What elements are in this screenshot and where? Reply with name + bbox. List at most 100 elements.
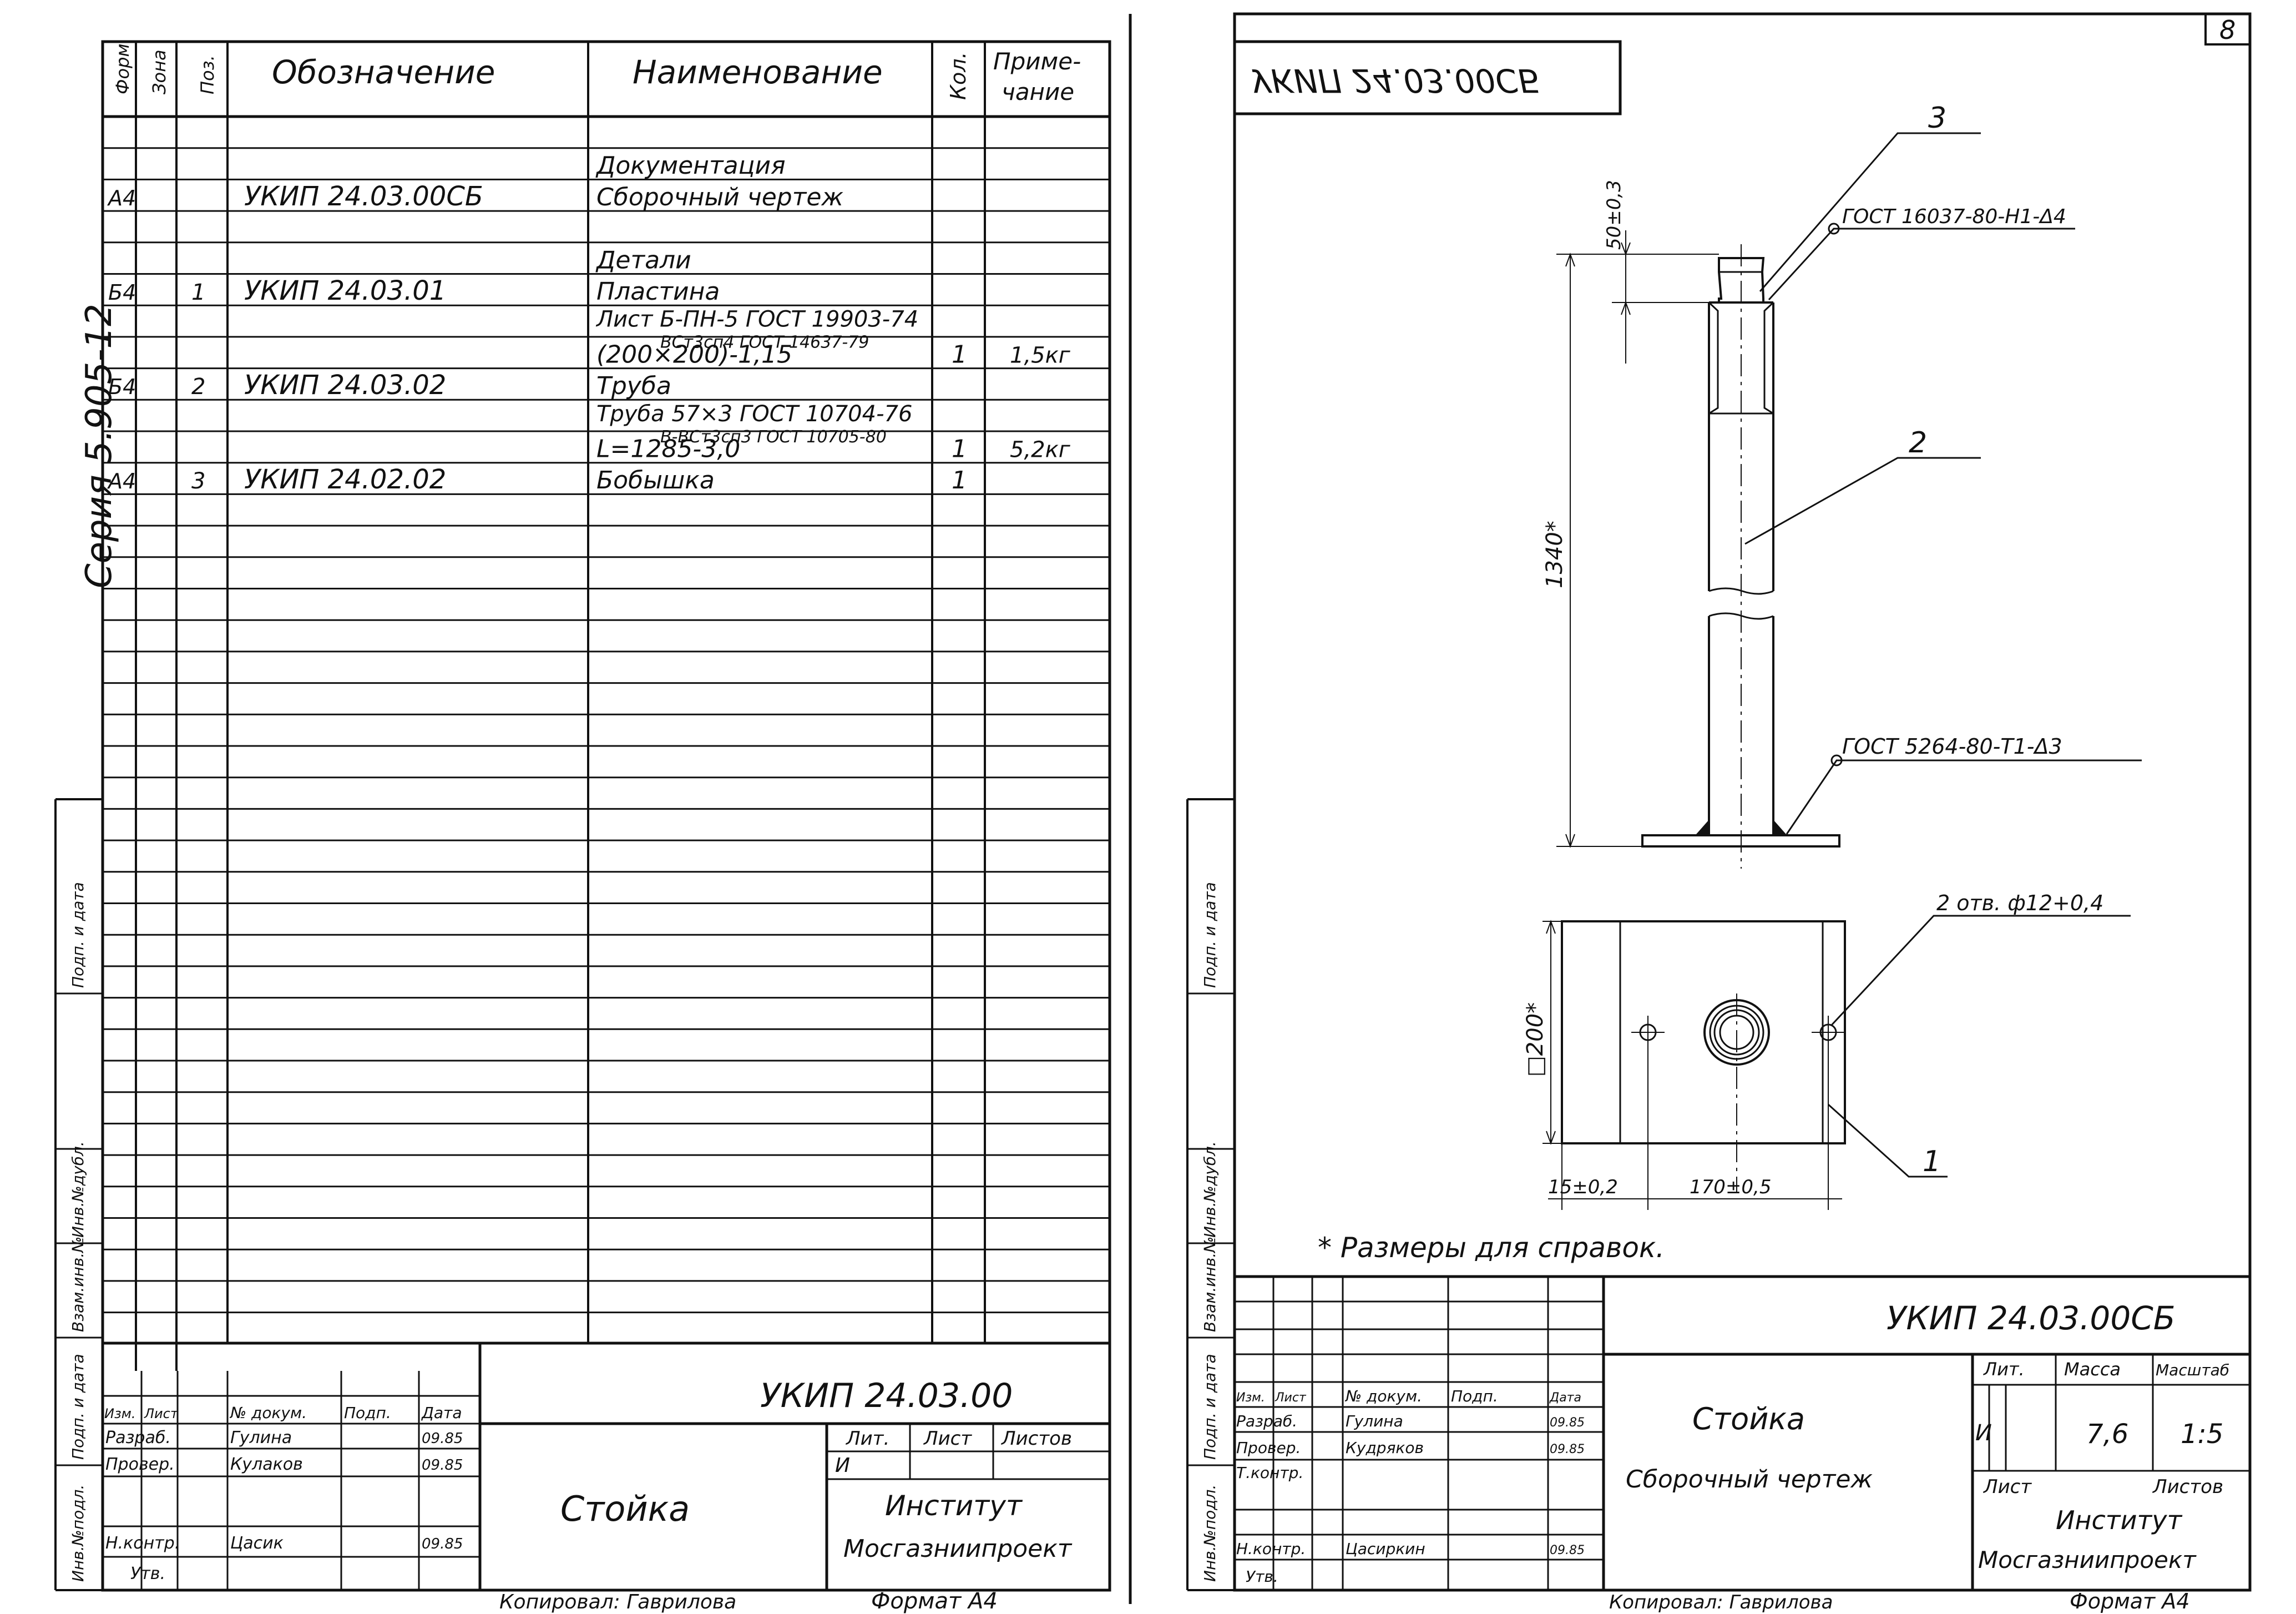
left-lists: Листов bbox=[1000, 1428, 1072, 1450]
mirrored-code: УКИП 24.03.00СБ bbox=[1251, 62, 1540, 99]
holes-note: 2 отв. ф12+0,4 bbox=[1936, 891, 2103, 915]
dim-15: 15±0,2 bbox=[1548, 1176, 1618, 1198]
left-col-docnum: № докум. bbox=[229, 1404, 307, 1422]
row-name: Сборочный чертеж bbox=[596, 183, 843, 211]
row-pos: 2 bbox=[191, 374, 205, 400]
right-title-2: Сборочный чертеж bbox=[1626, 1465, 1873, 1494]
left-name-nctrl: Цасик bbox=[230, 1534, 284, 1553]
right-org-2: Мосгазниипроект bbox=[1978, 1546, 2197, 1573]
row-format: А4 bbox=[107, 469, 136, 493]
left-doc-number: УКИП 24.03.00 bbox=[760, 1376, 1013, 1415]
right-scale-value: 1:5 bbox=[2181, 1419, 2223, 1450]
right-col-sign: Подп. bbox=[1451, 1387, 1498, 1405]
left-role-check: Провер. bbox=[105, 1455, 175, 1474]
right-lists: Листов bbox=[2152, 1476, 2223, 1498]
dim-200: □200* bbox=[1523, 1002, 1548, 1077]
r-stamp-sign-date-1: Подп. и дата bbox=[1201, 1354, 1219, 1460]
r-stamp-sign-date-2: Подп. и дата bbox=[1201, 882, 1219, 988]
row-name: L=1285-3,0 bbox=[596, 435, 740, 463]
row-format: Б4 bbox=[108, 375, 136, 399]
header-pos: Поз. bbox=[197, 55, 218, 94]
dim-50: 50±0,3 bbox=[1603, 180, 1625, 250]
right-mass-value: 7,6 bbox=[2086, 1419, 2128, 1450]
right-footer-format: Формат А4 bbox=[2070, 1589, 2189, 1613]
right-role-approve: Утв. bbox=[1246, 1567, 1278, 1586]
header-name: Наименование bbox=[633, 53, 883, 91]
row-qty: 1 bbox=[952, 466, 967, 495]
weld-note-1: ГОСТ 16037-80-Н1-Δ4 bbox=[1842, 205, 2066, 228]
right-col-izm: Изм. bbox=[1236, 1391, 1265, 1405]
left-org-2: Мосгазниипроект bbox=[843, 1535, 1073, 1563]
left-title: Стойка bbox=[560, 1489, 690, 1529]
right-name-dev: Гулина bbox=[1346, 1412, 1403, 1430]
row-name: Труба bbox=[596, 372, 671, 400]
row-designation: УКИП 24.02.02 bbox=[244, 464, 446, 495]
right-role-tctrl: Т.контр. bbox=[1236, 1464, 1303, 1482]
left-date-dev: 09.85 bbox=[422, 1430, 463, 1447]
row-format: Б4 bbox=[108, 280, 136, 305]
r-stamp-replace-inv: Взам.инв.№ bbox=[1201, 1237, 1219, 1332]
spec-row-lines bbox=[103, 147, 1110, 1314]
right-name-nctrl: Цасиркин bbox=[1346, 1540, 1425, 1558]
header-note: Приме- чание bbox=[993, 48, 1089, 105]
right-sheet-frame bbox=[1233, 12, 2252, 1592]
right-col-list: Лист bbox=[1275, 1391, 1307, 1405]
row-note: 5,2кг bbox=[1010, 437, 1071, 462]
right-lit-value: И bbox=[1975, 1420, 1992, 1446]
weld-note-2: ГОСТ 5264-80-Т1-Δ3 bbox=[1842, 734, 2062, 759]
header-note-line2: чание bbox=[1002, 78, 1074, 105]
r-stamp-inv-orig: Инв.№подл. bbox=[1201, 1485, 1219, 1582]
header-format: Форм bbox=[112, 43, 133, 94]
row-qty: 1 bbox=[952, 340, 967, 369]
header-note-line1: Приме- bbox=[993, 48, 1081, 75]
left-role-dev: Разраб. bbox=[105, 1428, 171, 1447]
callout-3: 3 bbox=[1928, 102, 1946, 135]
left-name-dev: Гулина bbox=[230, 1428, 292, 1447]
row-designation: УКИП 24.03.00СБ bbox=[244, 181, 483, 212]
right-mass: Масса bbox=[2064, 1359, 2121, 1380]
row-designation: УКИП 24.03.02 bbox=[244, 370, 446, 401]
callout-2: 2 bbox=[1909, 426, 1927, 460]
left-col-izm: Изм. bbox=[104, 1406, 135, 1421]
row-qty: 1 bbox=[952, 435, 967, 463]
r-stamp-inv-dup: Инв.№дубл. bbox=[1201, 1141, 1219, 1238]
stamp-inv-dup: Инв.№дубл. bbox=[69, 1141, 87, 1238]
reference-note: * Размеры для справок. bbox=[1318, 1232, 1665, 1264]
row-name: Лист Б-ПН-5 ГОСТ 19903-74 bbox=[595, 307, 918, 332]
right-scale: Масштаб bbox=[2156, 1361, 2229, 1379]
stamp-replace-inv: Взам.инв.№ bbox=[69, 1237, 87, 1332]
right-lit: Лит. bbox=[1983, 1359, 2025, 1380]
dim-170: 170±0,5 bbox=[1690, 1176, 1771, 1198]
left-list: Лист bbox=[923, 1428, 972, 1450]
row-name-2: В-ВСт3сп3 ГОСТ 10705-80 bbox=[660, 427, 887, 447]
right-list: Лист bbox=[1983, 1476, 2032, 1498]
left-lit-value: И bbox=[835, 1454, 850, 1477]
left-lit: Лит. bbox=[845, 1428, 889, 1450]
right-date-check: 09.85 bbox=[1550, 1442, 1585, 1456]
left-org-1: Институт bbox=[885, 1490, 1023, 1522]
left-footer-copied: Копировал: Гаврилова bbox=[499, 1591, 736, 1613]
right-role-check: Провер. bbox=[1236, 1439, 1301, 1457]
right-role-nctrl: Н.контр. bbox=[1236, 1540, 1306, 1558]
row-format: А4 bbox=[107, 186, 136, 210]
right-date-dev: 09.85 bbox=[1550, 1416, 1585, 1430]
page-number: 8 bbox=[2219, 15, 2236, 45]
stamp-sign-date-1: Подп. и дата bbox=[69, 1354, 87, 1460]
stand-drawing bbox=[1543, 132, 2142, 1210]
left-footer-format: Формат А4 bbox=[871, 1588, 998, 1614]
callout-1: 1 bbox=[1923, 1145, 1941, 1178]
left-name-check: Кулаков bbox=[230, 1455, 303, 1474]
left-role-approve: Утв. bbox=[130, 1564, 165, 1583]
row-name: Детали bbox=[595, 246, 691, 274]
right-date-nctrl: 09.85 bbox=[1550, 1544, 1585, 1557]
left-role-nctrl: Н.контр. bbox=[105, 1534, 180, 1553]
row-note: 1,5кг bbox=[1010, 342, 1071, 368]
row-name: (200×200)-1,15 bbox=[596, 340, 792, 369]
right-title-1: Стойка bbox=[1692, 1401, 1805, 1436]
row-pos: 1 bbox=[191, 280, 205, 305]
right-doc-number: УКИП 24.03.00СБ bbox=[1887, 1299, 2176, 1337]
header-designation: Обозначение bbox=[272, 53, 495, 91]
right-org-1: Институт bbox=[2056, 1505, 2182, 1535]
